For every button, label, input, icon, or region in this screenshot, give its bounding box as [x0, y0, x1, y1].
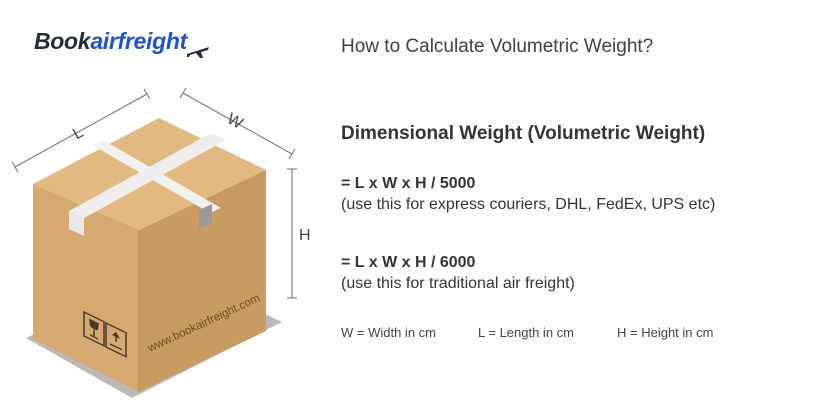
box-front-left-face [33, 184, 139, 392]
tape-strip-width [69, 133, 226, 218]
dimension-tick-width-end [288, 148, 296, 160]
box-front-right-face [139, 170, 266, 392]
formula-express: = L x W x H / 5000 [341, 175, 476, 192]
dimension-line-length [14, 93, 148, 168]
legend-height: H = Height in cm [617, 325, 714, 340]
page-title: How to Calculate Volumetric Weight? [341, 36, 654, 57]
dimension-line-width [182, 92, 293, 155]
dimension-label-width: W [224, 110, 246, 133]
dimension-tick-width-start [179, 87, 187, 99]
logo-word-book: Book [34, 28, 91, 54]
legend-width: W = Width in cm [341, 325, 436, 340]
formula-air-freight: = L x W x H / 6000 [341, 254, 476, 271]
brand-logo-text: Bookairfreight [34, 28, 187, 55]
this-side-up-icon [105, 321, 127, 358]
box-diagram: L W H www.bookairfreight.com [11, 87, 311, 398]
tape-flap-front [69, 211, 84, 236]
tape-flap-side [199, 204, 212, 229]
logo-word-airfreight: airfreight [90, 28, 187, 54]
legend-length: L = Length in cm [478, 325, 574, 340]
dimension-label-height: H [299, 227, 311, 244]
dimension-tick-length-end [143, 88, 151, 100]
formula-express-note: (use this for express couriers, DHL, Fed… [341, 196, 716, 213]
airplane-icon [187, 47, 209, 58]
fragile-glass-icon [83, 310, 105, 347]
brand-logo[interactable]: Bookairfreight [34, 28, 214, 64]
formula-air-freight-note: (use this for traditional air freight) [341, 275, 575, 292]
dimension-tick-length-start [11, 161, 19, 173]
section-heading: Dimensional Weight (Volumetric Weight) [341, 123, 706, 144]
dimension-label-length: L [70, 124, 86, 143]
